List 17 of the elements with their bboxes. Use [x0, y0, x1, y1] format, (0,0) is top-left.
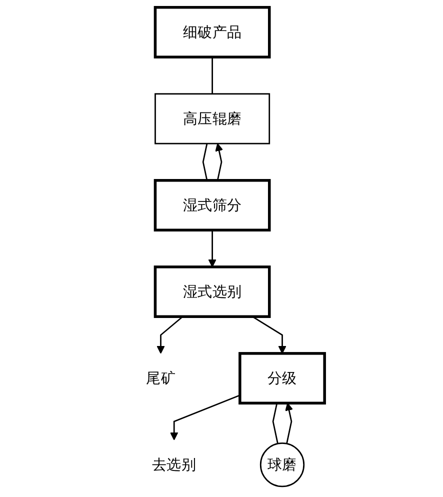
arrow: [252, 316, 286, 354]
node-box: 湿式筛分: [154, 179, 271, 232]
arrow: [285, 402, 294, 444]
node-box: 湿式选别: [154, 266, 271, 318]
node-box: 细破产品: [154, 6, 271, 58]
connector: [272, 402, 278, 444]
node-box: 高压辊磨: [154, 93, 270, 144]
node-text: 去选别: [152, 456, 196, 474]
node-text: 尾矿: [146, 369, 176, 387]
arrow: [208, 230, 216, 268]
node-box: 分级: [238, 352, 326, 404]
node-circle: 球磨: [260, 442, 305, 488]
arrow: [215, 143, 224, 181]
connector: [212, 57, 213, 94]
arrow: [170, 394, 240, 440]
arrow: [156, 316, 184, 354]
connector: [202, 143, 208, 181]
